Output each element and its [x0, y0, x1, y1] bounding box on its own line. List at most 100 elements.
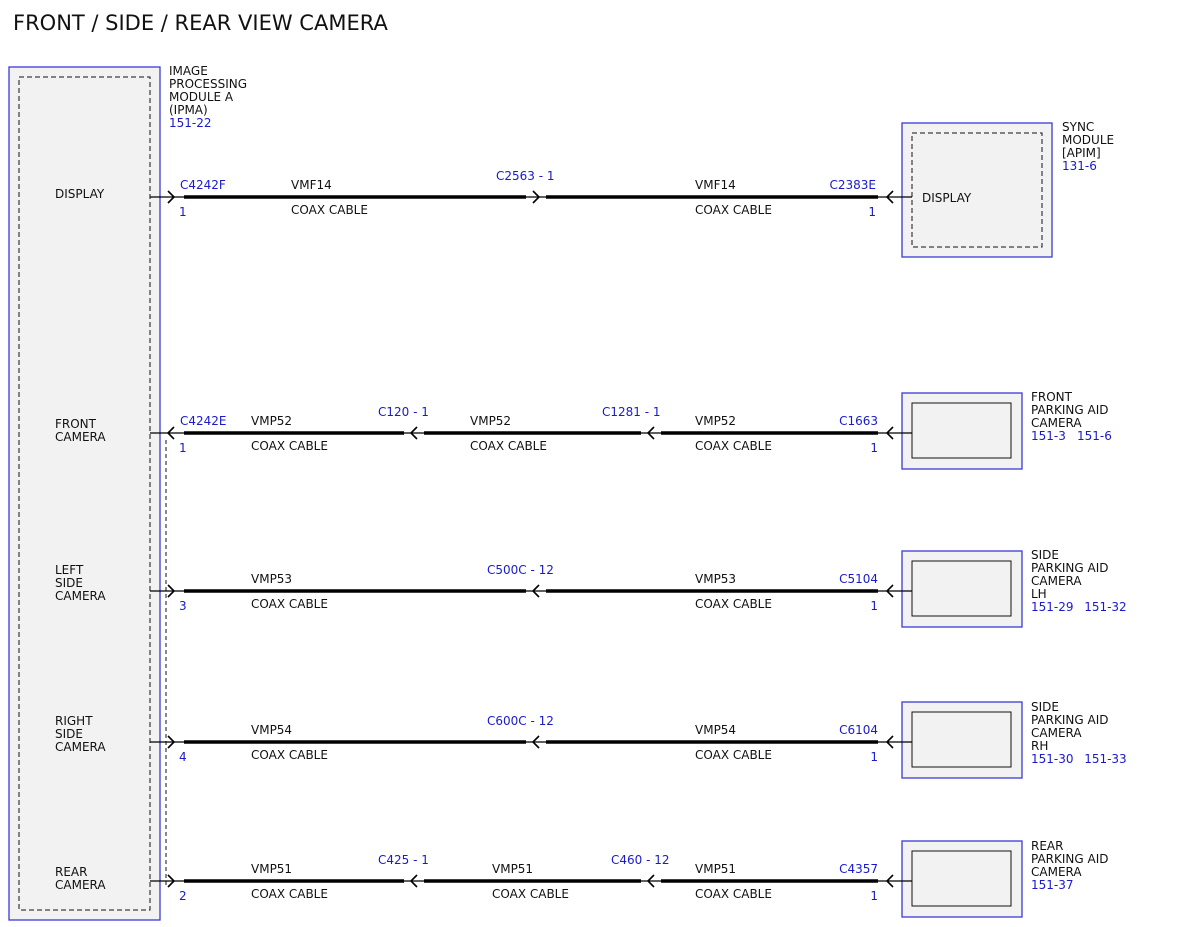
left-pin-number: 1 [179, 441, 187, 455]
device-ref: 151-3 [1031, 429, 1066, 443]
connector-arrow [409, 426, 418, 440]
connector-arrow [885, 190, 894, 204]
cable-type-label: COAX CABLE [470, 439, 547, 453]
left-connector-id: C4242E [180, 414, 227, 428]
device-label-line: RH [1031, 739, 1048, 753]
cable-type-label: COAX CABLE [695, 748, 772, 762]
device-label-line: REAR [1031, 839, 1063, 853]
connector-arrow [167, 190, 176, 204]
circuit-id-label: VMF14 [695, 178, 736, 192]
right-pin-number: 1 [868, 205, 876, 219]
inline-connector-label: C120 - 1 [378, 405, 429, 419]
device-inner-box [911, 711, 1012, 768]
device-label-line: SIDE [1031, 548, 1059, 562]
device-inner-label: DISPLAY [922, 191, 972, 205]
cable-type-label: COAX CABLE [695, 203, 772, 217]
device-ref: 151-29 [1031, 600, 1074, 614]
right-connector-id: C6104 [839, 723, 878, 737]
device-inner-box [911, 850, 1012, 907]
device-label-line: SYNC [1062, 120, 1094, 134]
device-label-line: CAMERA [1031, 865, 1082, 879]
device-label-line: PARKING AID [1031, 852, 1109, 866]
connector-arrow [167, 735, 176, 749]
connector-arrow [885, 426, 894, 440]
circuit-id-label: VMP51 [492, 862, 533, 876]
left-pin-number: 4 [179, 750, 187, 764]
right-pin-number: 1 [870, 750, 878, 764]
device-ref: 131-6 [1062, 159, 1097, 173]
ipma-port-label: CAMERA [55, 589, 106, 603]
inline-connector-label: C425 - 1 [378, 853, 429, 867]
device-label-line: PARKING AID [1031, 713, 1109, 727]
diagram-title: FRONT / SIDE / REAR VIEW CAMERA [13, 11, 388, 35]
connector-arrow [885, 874, 894, 888]
device-label-line: PARKING AID [1031, 403, 1109, 417]
cable-type-label: COAX CABLE [695, 597, 772, 611]
device-ref: 151-32 [1084, 600, 1127, 614]
right-connector-id: C5104 [839, 572, 878, 586]
inline-connector-label: C460 - 12 [611, 853, 670, 867]
inline-connector-label: C2563 - 1 [496, 169, 555, 183]
circuit-id-label: VMP52 [695, 414, 736, 428]
right-pin-number: 1 [870, 889, 878, 903]
inline-connector-label: C600C - 12 [487, 714, 554, 728]
device-label-line: CAMERA [1031, 416, 1082, 430]
inline-connector-label: C1281 - 1 [602, 405, 661, 419]
cable-type-label: COAX CABLE [251, 439, 328, 453]
circuit-id-label: VMP54 [251, 723, 292, 737]
device-ref: 151-30 [1031, 752, 1074, 766]
circuit-id-label: VMP51 [251, 862, 292, 876]
cable-type-label: COAX CABLE [251, 748, 328, 762]
right-connector-id: C4357 [839, 862, 878, 876]
ipma-ref: 151-22 [169, 116, 212, 130]
device-inner-box [911, 402, 1012, 459]
circuit-id-label: VMP52 [251, 414, 292, 428]
connector-arrow [167, 584, 176, 598]
ipma-port-label: SIDE [55, 576, 83, 590]
circuit-id-label: VMP51 [695, 862, 736, 876]
connector-arrow [885, 584, 894, 598]
device-inner-box [911, 560, 1012, 617]
connector-arrow [531, 735, 540, 749]
device-ref: 151-33 [1084, 752, 1127, 766]
connector-arrow [646, 874, 655, 888]
left-pin-number: 3 [179, 599, 187, 613]
connector-arrow [646, 426, 655, 440]
ipma-port-label: SIDE [55, 727, 83, 741]
device-inner-box [911, 132, 1043, 248]
circuit-id-label: VMP54 [695, 723, 736, 737]
ipma-port-label: CAMERA [55, 430, 106, 444]
modules-layer [8, 66, 1053, 921]
right-pin-number: 1 [870, 599, 878, 613]
ipma-port-label: CAMERA [55, 878, 106, 892]
wires-layer [150, 190, 912, 888]
connector-arrow [532, 190, 541, 204]
ipma-port-label: CAMERA [55, 740, 106, 754]
connector-arrow [885, 735, 894, 749]
circuit-id-label: VMP52 [470, 414, 511, 428]
ipma-port-label: FRONT [55, 417, 97, 431]
device-label-line: PARKING AID [1031, 561, 1109, 575]
device-label-line: CAMERA [1031, 574, 1082, 588]
connector-arrow [409, 874, 418, 888]
circuit-id-label: VMP53 [251, 572, 292, 586]
device-label-line: [APIM] [1062, 146, 1101, 160]
ipma-port-label: RIGHT [55, 714, 93, 728]
ipma-inner-box [18, 76, 151, 911]
device-ref: 151-6 [1077, 429, 1112, 443]
ipma-port-label: LEFT [55, 563, 84, 577]
connector-arrow [167, 874, 176, 888]
right-connector-id: C1663 [839, 414, 878, 428]
device-label-line: FRONT [1031, 390, 1073, 404]
circuit-id-label: VMP53 [695, 572, 736, 586]
left-connector-id: C4242F [180, 178, 226, 192]
device-label-line: CAMERA [1031, 726, 1082, 740]
connector-arrow [166, 426, 175, 440]
device-ref: 151-37 [1031, 878, 1074, 892]
device-label-line: MODULE [1062, 133, 1114, 147]
circuit-id-label: VMF14 [291, 178, 332, 192]
cable-type-label: COAX CABLE [291, 203, 368, 217]
inline-connector-label: C500C - 12 [487, 563, 554, 577]
